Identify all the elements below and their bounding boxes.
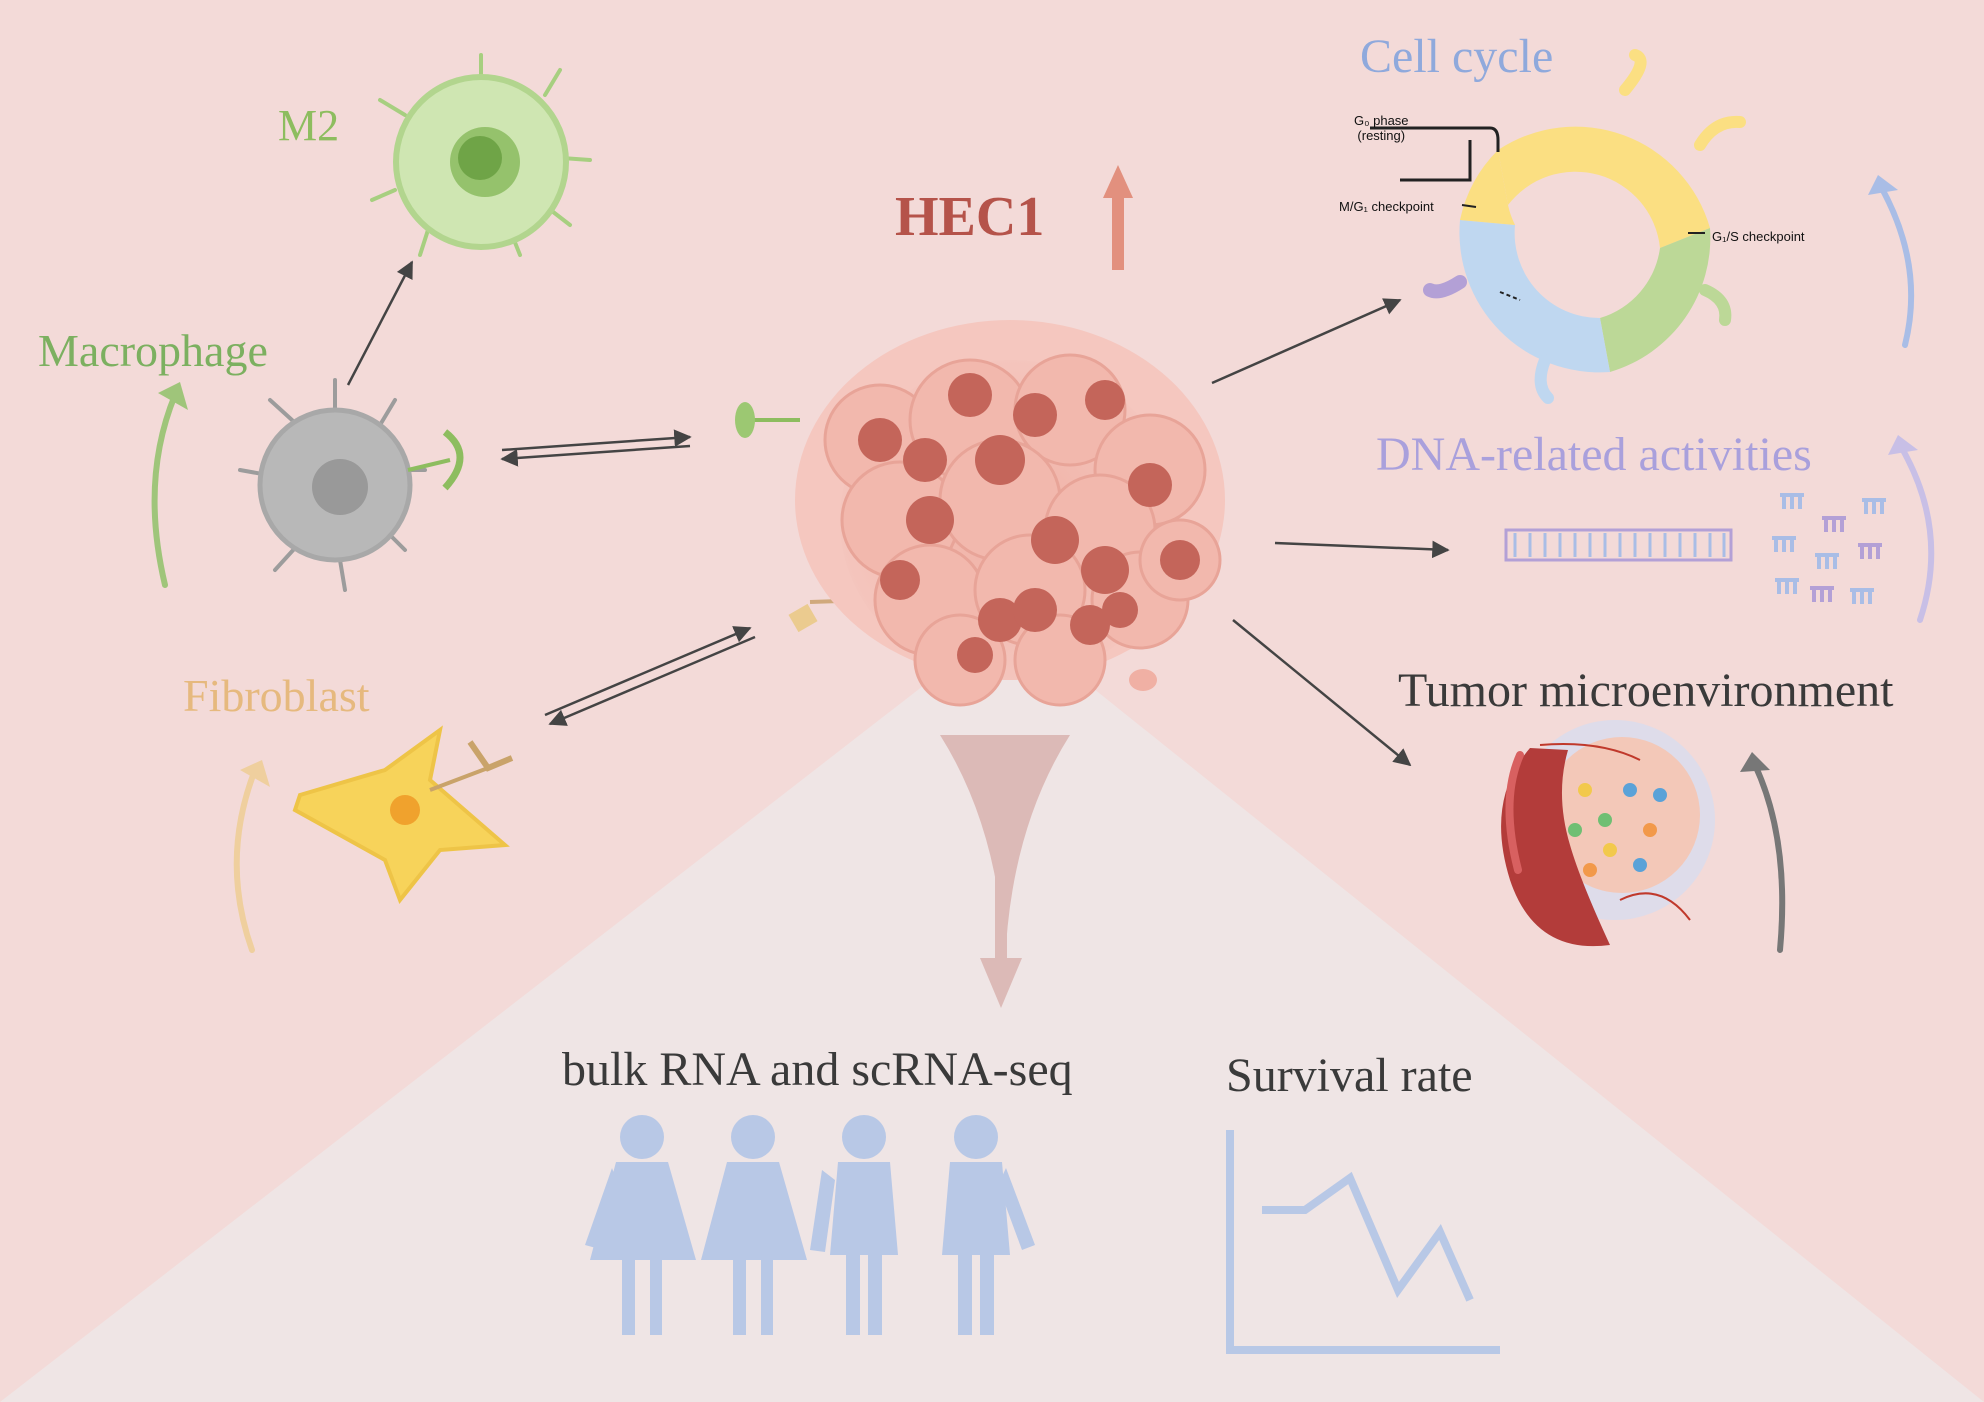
hec1-label: HEC1 [895,186,1045,248]
macrophage-cell-icon [238,378,464,592]
g1s-checkpoint-label: G₁/S checkpoint [1712,229,1805,244]
dna-strand-icon [1504,493,1886,604]
tumor-vessel-icon [1501,720,1715,947]
survival-rate-label: Survival rate [1226,1049,1473,1102]
people-icon [585,1115,1035,1335]
analysis-background-triangle [0,620,1984,1402]
side-curved-arrows [151,175,1935,953]
m2-label: M2 [278,101,340,150]
receptor-icon [735,402,871,633]
fibroblast-label: Fibroblast [183,670,370,721]
connector-arrows [346,260,1450,767]
cell-cycle-ring-icon [1370,49,1746,404]
dna-activities-label: DNA-related activities [1376,428,1812,481]
g0-phase-label: G₀ phase (resting) [1354,113,1409,144]
survival-chart-icon [1226,1130,1500,1354]
m2-cell-icon [370,53,592,257]
cell-cycle-label: Cell cycle [1360,30,1554,83]
mg1-checkpoint-label: M/G₁ checkpoint [1339,199,1434,214]
g0-phase-text: G₀ phase [1354,113,1409,128]
g0-resting-text: (resting) [1357,127,1406,143]
fibroblast-cell-icon [292,725,514,904]
hec1-up-arrow-icon [1103,165,1133,270]
tumor-cluster-icon [795,320,1225,707]
funnel-arrow-icon [940,735,1070,1008]
tumor-microenvironment-label: Tumor microenvironment [1398,664,1894,717]
macrophage-label: Macrophage [38,325,268,376]
bulk-rna-label: bulk RNA and scRNA-seq [562,1043,1073,1096]
